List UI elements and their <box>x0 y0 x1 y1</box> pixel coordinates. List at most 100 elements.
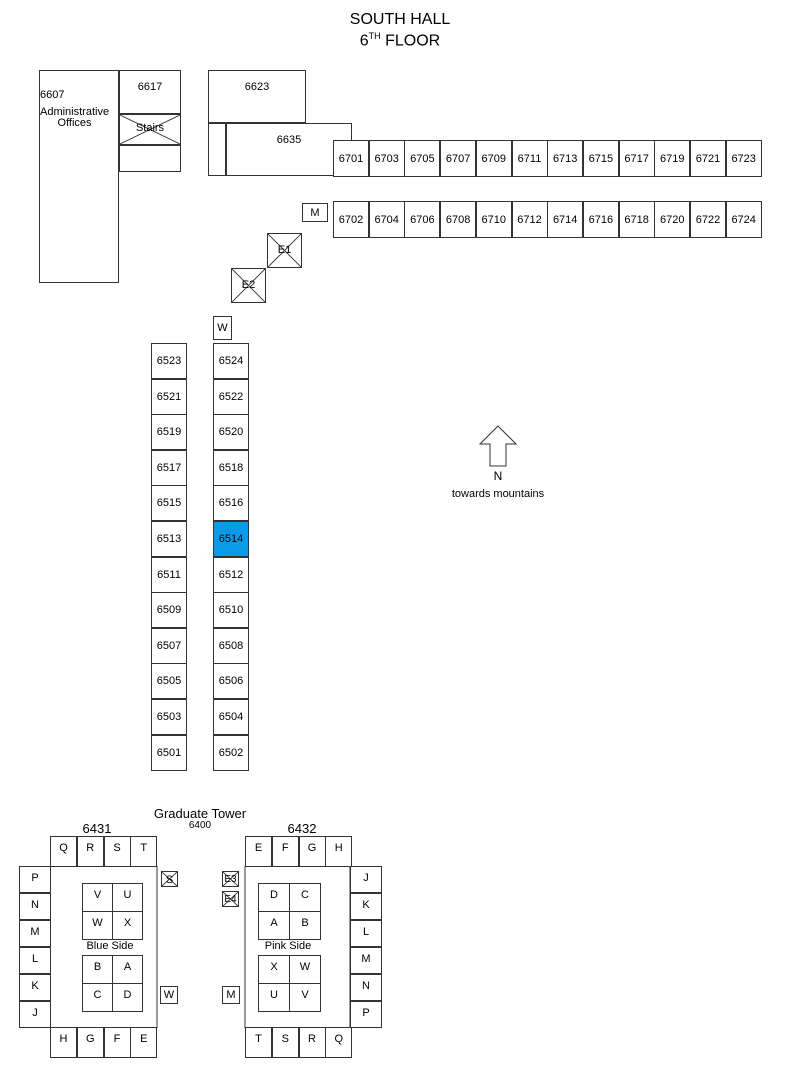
tower-right-bottom-Q[interactable]: Q <box>325 1027 353 1058</box>
room-6710[interactable]: 6710 <box>475 201 512 238</box>
tower-left-top-T[interactable]: T <box>130 836 158 867</box>
tower-left-side-K[interactable]: K <box>19 974 51 1001</box>
tower-left-top-R[interactable]: R <box>76 836 104 867</box>
tower-left-top-S[interactable]: S <box>103 836 131 867</box>
room-6512[interactable]: 6512 <box>213 556 249 593</box>
room-6513[interactable]: 6513 <box>151 521 187 557</box>
tower-blue-C[interactable]: C <box>82 983 113 1012</box>
tower-left-top-Q[interactable]: Q <box>50 836 77 867</box>
room-6716[interactable]: 6716 <box>582 201 619 238</box>
room-6702[interactable]: 6702 <box>333 201 369 238</box>
tower-right-top-E[interactable]: E <box>245 836 272 867</box>
tower-left-bottom-G[interactable]: G <box>76 1027 104 1058</box>
tower-blue-X[interactable]: X <box>112 911 143 940</box>
tower-right-side-N[interactable]: N <box>350 974 382 1001</box>
tower-left-side-P[interactable]: P <box>19 866 51 893</box>
room-6715[interactable]: 6715 <box>582 140 619 177</box>
tower-left-side-N[interactable]: N <box>19 893 51 920</box>
mens-restroom-icon[interactable]: M <box>302 203 328 222</box>
room-6709[interactable]: 6709 <box>475 140 512 177</box>
room-6723[interactable]: 6723 <box>725 140 762 177</box>
tower-left-side-J[interactable]: J <box>19 1001 51 1028</box>
room-6511[interactable]: 6511 <box>151 556 187 593</box>
tower-right-side-K[interactable]: K <box>350 893 382 920</box>
room-6705[interactable]: 6705 <box>404 140 441 177</box>
room-6711[interactable]: 6711 <box>511 140 548 177</box>
room-6724[interactable]: 6724 <box>725 201 762 238</box>
tower-right-bottom-S[interactable]: S <box>271 1027 299 1058</box>
room-6519[interactable]: 6519 <box>151 414 187 451</box>
tower-pink-W[interactable]: W <box>289 955 321 984</box>
room-6501[interactable]: 6501 <box>151 734 187 771</box>
tower-blue-V[interactable]: V <box>82 883 113 912</box>
room-6524[interactable]: 6524 <box>213 343 249 379</box>
room-6509[interactable]: 6509 <box>151 592 187 629</box>
tower-left-side-M[interactable]: M <box>19 920 51 947</box>
room-6717[interactable]: 6717 <box>618 140 655 177</box>
room-6514[interactable]: 6514 <box>213 521 249 557</box>
tower-blue-A[interactable]: A <box>112 955 143 984</box>
tower-pink-C[interactable]: C <box>289 883 321 912</box>
tower-right-side-P[interactable]: P <box>350 1001 382 1028</box>
room-6721[interactable]: 6721 <box>690 140 726 177</box>
tower-right-top-H[interactable]: H <box>325 836 353 867</box>
room-6706[interactable]: 6706 <box>404 201 441 238</box>
tower-pink-A[interactable]: A <box>258 911 290 940</box>
elevator-e2-icon[interactable]: E2 <box>231 268 266 303</box>
room-6506[interactable]: 6506 <box>213 663 249 700</box>
room-6707[interactable]: 6707 <box>440 140 477 177</box>
tower-right-top-F[interactable]: F <box>271 836 299 867</box>
tower-blue-U[interactable]: U <box>112 883 143 912</box>
tower-right-side-L[interactable]: L <box>350 920 382 947</box>
room-6522[interactable]: 6522 <box>213 378 249 415</box>
elevator-e1-icon[interactable]: E1 <box>267 233 302 268</box>
tower-right-bottom-R[interactable]: R <box>298 1027 326 1058</box>
room-6635[interactable]: 6635 <box>226 123 352 176</box>
room-6515[interactable]: 6515 <box>151 485 187 522</box>
room-6507[interactable]: 6507 <box>151 627 187 664</box>
room-6623[interactable]: 6623 <box>208 70 306 123</box>
tower-left-bottom-H[interactable]: H <box>50 1027 77 1058</box>
room-6520[interactable]: 6520 <box>213 414 249 451</box>
tower-right-top-G[interactable]: G <box>298 836 326 867</box>
room-6617[interactable]: 6617 <box>119 70 181 114</box>
room-6704[interactable]: 6704 <box>368 201 405 238</box>
room-6503[interactable]: 6503 <box>151 699 187 735</box>
room-6713[interactable]: 6713 <box>547 140 584 177</box>
room-6718[interactable]: 6718 <box>618 201 655 238</box>
tower-left-side-L[interactable]: L <box>19 947 51 974</box>
tower-pink-U[interactable]: U <box>258 983 290 1012</box>
room-6521[interactable]: 6521 <box>151 378 187 415</box>
room-6516[interactable]: 6516 <box>213 485 249 522</box>
room-6722[interactable]: 6722 <box>690 201 726 238</box>
room-6720[interactable]: 6720 <box>654 201 691 238</box>
room-6701[interactable]: 6701 <box>333 140 369 177</box>
tower-pink-D[interactable]: D <box>258 883 290 912</box>
room-6523[interactable]: 6523 <box>151 343 187 379</box>
tower-womens-restroom-icon[interactable]: W <box>160 986 178 1004</box>
tower-blue-B[interactable]: B <box>82 955 113 984</box>
room-6502[interactable]: 6502 <box>213 734 249 771</box>
room-6518[interactable]: 6518 <box>213 449 249 486</box>
room-6712[interactable]: 6712 <box>511 201 548 238</box>
room-6510[interactable]: 6510 <box>213 592 249 629</box>
elevator-e3-icon[interactable]: E3 <box>222 871 239 887</box>
tower-pink-X[interactable]: X <box>258 955 290 984</box>
tower-blue-D[interactable]: D <box>112 983 143 1012</box>
room-6719[interactable]: 6719 <box>654 140 691 177</box>
tower-right-side-M[interactable]: M <box>350 947 382 974</box>
room-6517[interactable]: 6517 <box>151 449 187 486</box>
tower-blue-W[interactable]: W <box>82 911 113 940</box>
room-6703[interactable]: 6703 <box>368 140 405 177</box>
tower-pink-B[interactable]: B <box>289 911 321 940</box>
stairs-s-icon[interactable]: S <box>161 871 178 887</box>
room-6508[interactable]: 6508 <box>213 627 249 664</box>
tower-right-bottom-T[interactable]: T <box>245 1027 272 1058</box>
room-6504[interactable]: 6504 <box>213 699 249 735</box>
tower-right-side-J[interactable]: J <box>350 866 382 893</box>
tower-left-bottom-F[interactable]: F <box>103 1027 131 1058</box>
elevator-e4-icon[interactable]: E4 <box>222 891 239 907</box>
room-6708[interactable]: 6708 <box>440 201 477 238</box>
tower-pink-V[interactable]: V <box>289 983 321 1012</box>
